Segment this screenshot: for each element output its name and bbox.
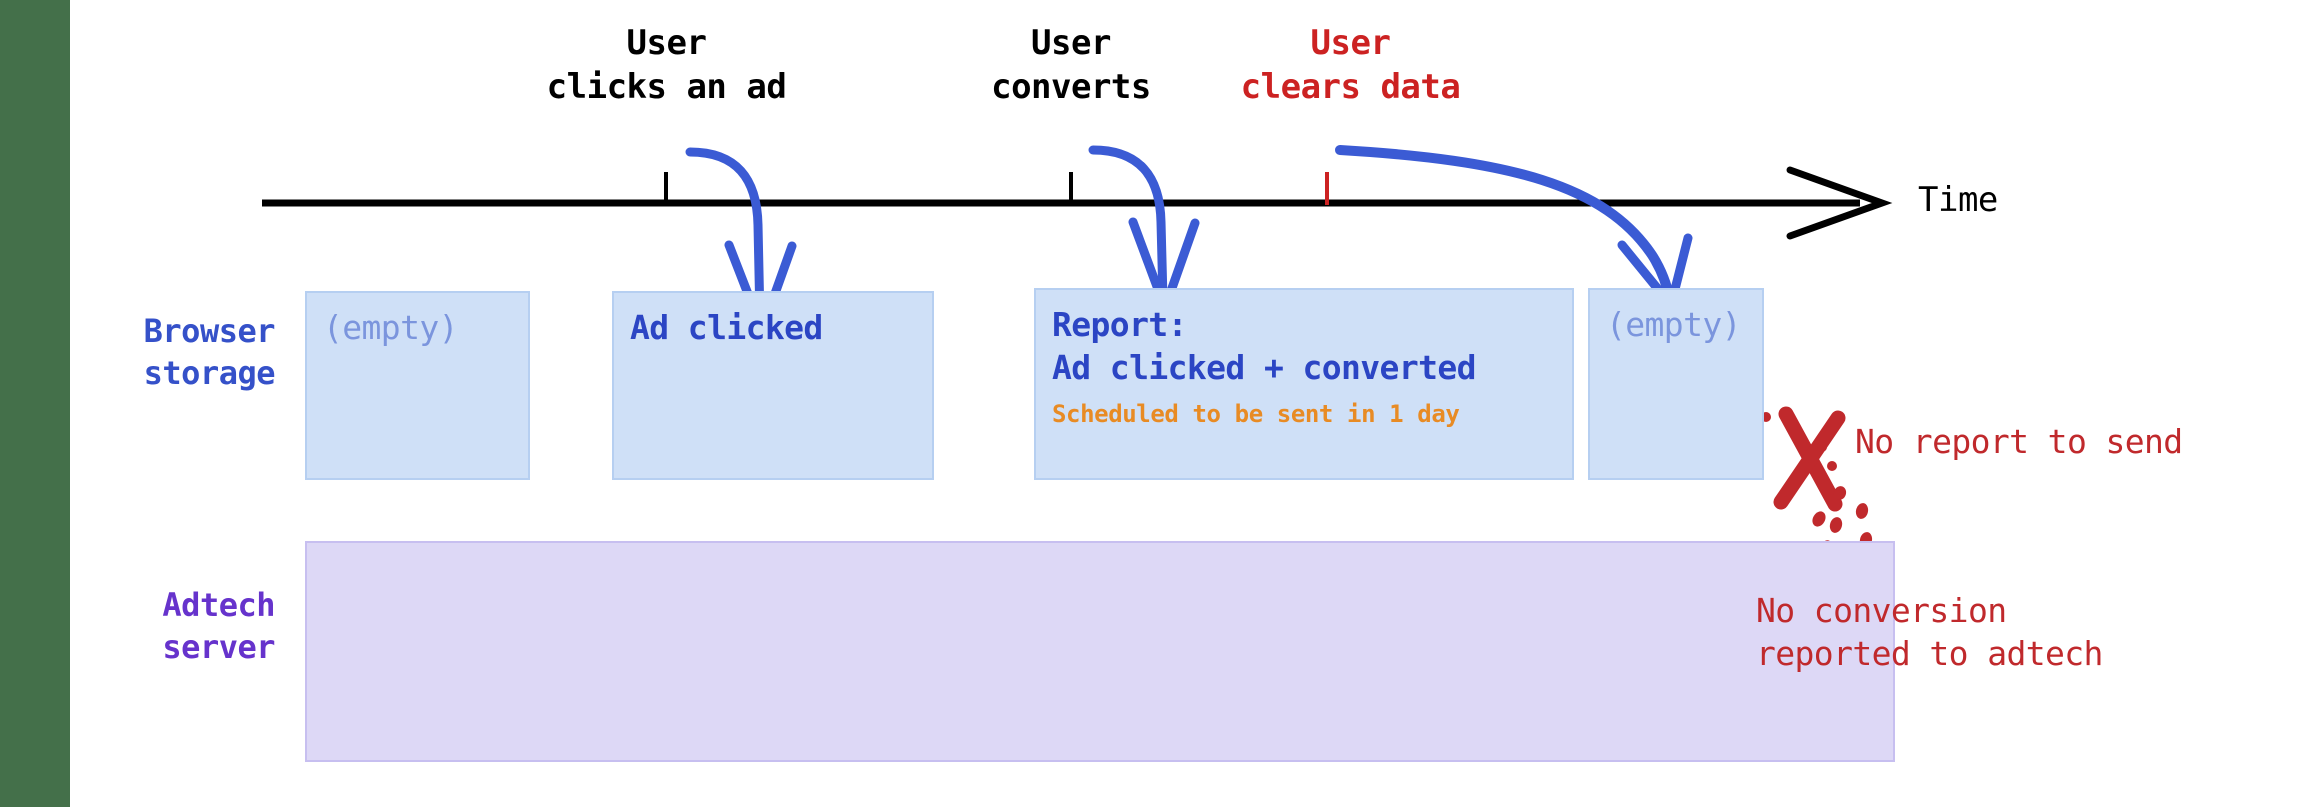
row-label-adtech-server: Adtech server: [162, 586, 275, 667]
storage-box-schedule-note: Scheduled to be sent in 1 day: [1052, 399, 1460, 428]
event-label-conversion: User converts: [991, 23, 1151, 107]
storage-box-line: (empty): [1606, 305, 1741, 344]
storage-box-initial[interactable]: (empty): [305, 291, 530, 480]
storage-box-report-pending[interactable]: Report: Ad clicked + converted Scheduled…: [1034, 288, 1574, 480]
row-label-browser-storage: Browser storage: [143, 312, 276, 393]
storage-box-cleared[interactable]: (empty): [1588, 288, 1764, 480]
annotation-no-conversion-reported: No conversion reported to adtech: [1756, 591, 2103, 673]
storage-box-line: (empty): [323, 308, 458, 347]
left-sidebar-strip: [0, 0, 70, 807]
event-label-clear-data: User clears data: [1240, 23, 1461, 107]
storage-box-line: Ad clicked + converted: [1052, 347, 1476, 387]
storage-box-line: Ad clicked: [630, 308, 823, 347]
timeline-axis-label: Time: [1918, 180, 1998, 220]
storage-box-line: Report:: [1052, 305, 1187, 344]
annotation-no-report-to-send: No report to send: [1855, 422, 2183, 461]
adtech-server-box[interactable]: [305, 541, 1895, 762]
storage-box-ad-clicked[interactable]: Ad clicked: [612, 291, 934, 480]
event-label-ad-click: User clicks an ad: [546, 23, 787, 107]
